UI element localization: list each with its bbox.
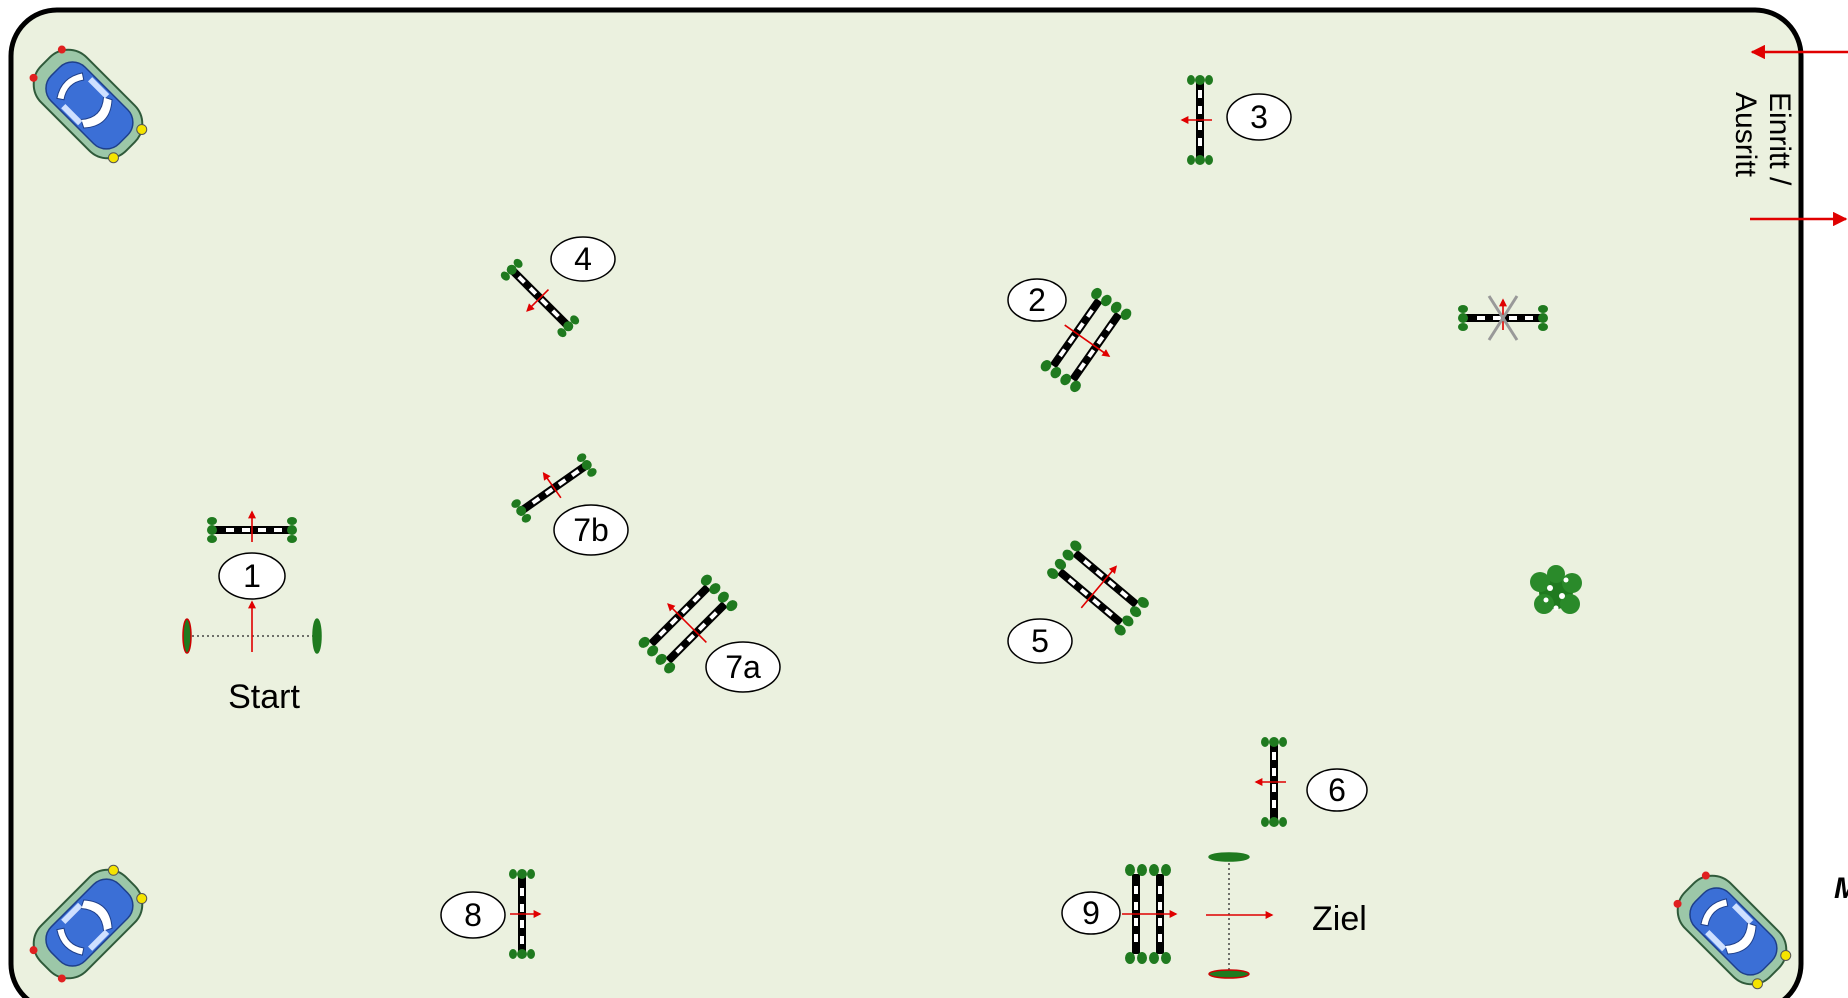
svg-text:8: 8 xyxy=(464,897,482,933)
finish-line xyxy=(1206,852,1274,979)
svg-text:1: 1 xyxy=(243,558,261,594)
obstacle-number-9: 9 xyxy=(1061,891,1121,935)
svg-text:6: 6 xyxy=(1328,772,1346,808)
obstacle-number-8: 8 xyxy=(440,891,506,939)
obstacle-number-7a: 7a xyxy=(705,641,781,693)
obstacle-number-2: 2 xyxy=(1007,278,1067,322)
obstacle-number-4: 4 xyxy=(550,236,616,282)
obstacle-number-1: 1 xyxy=(218,552,286,600)
obstacle-number-3: 3 xyxy=(1226,93,1292,141)
obstacle-number-5: 5 xyxy=(1007,618,1073,664)
obstacle-number-6: 6 xyxy=(1306,768,1368,812)
entrance-label-line2: Ausritt xyxy=(1729,92,1762,178)
svg-text:2: 2 xyxy=(1028,282,1046,318)
svg-text:3: 3 xyxy=(1250,99,1268,135)
practice-fence-icon xyxy=(1458,295,1548,341)
obstacle-number-7b: 7b xyxy=(553,504,629,556)
start-line xyxy=(182,600,322,654)
entrance-marker: Einritt / Ausritt xyxy=(1729,44,1848,227)
bush-icon xyxy=(1530,565,1582,614)
start-label: Start xyxy=(228,678,300,716)
svg-text:5: 5 xyxy=(1031,623,1049,659)
entrance-label-line1: Einritt / xyxy=(1763,92,1796,186)
svg-text:7b: 7b xyxy=(573,512,609,548)
corner-mark: M xyxy=(1834,872,1848,905)
svg-text:4: 4 xyxy=(574,241,592,277)
svg-text:7a: 7a xyxy=(725,649,761,685)
arena-boundary xyxy=(8,7,1804,998)
finish-label: Ziel xyxy=(1312,900,1367,938)
svg-text:9: 9 xyxy=(1082,895,1100,931)
